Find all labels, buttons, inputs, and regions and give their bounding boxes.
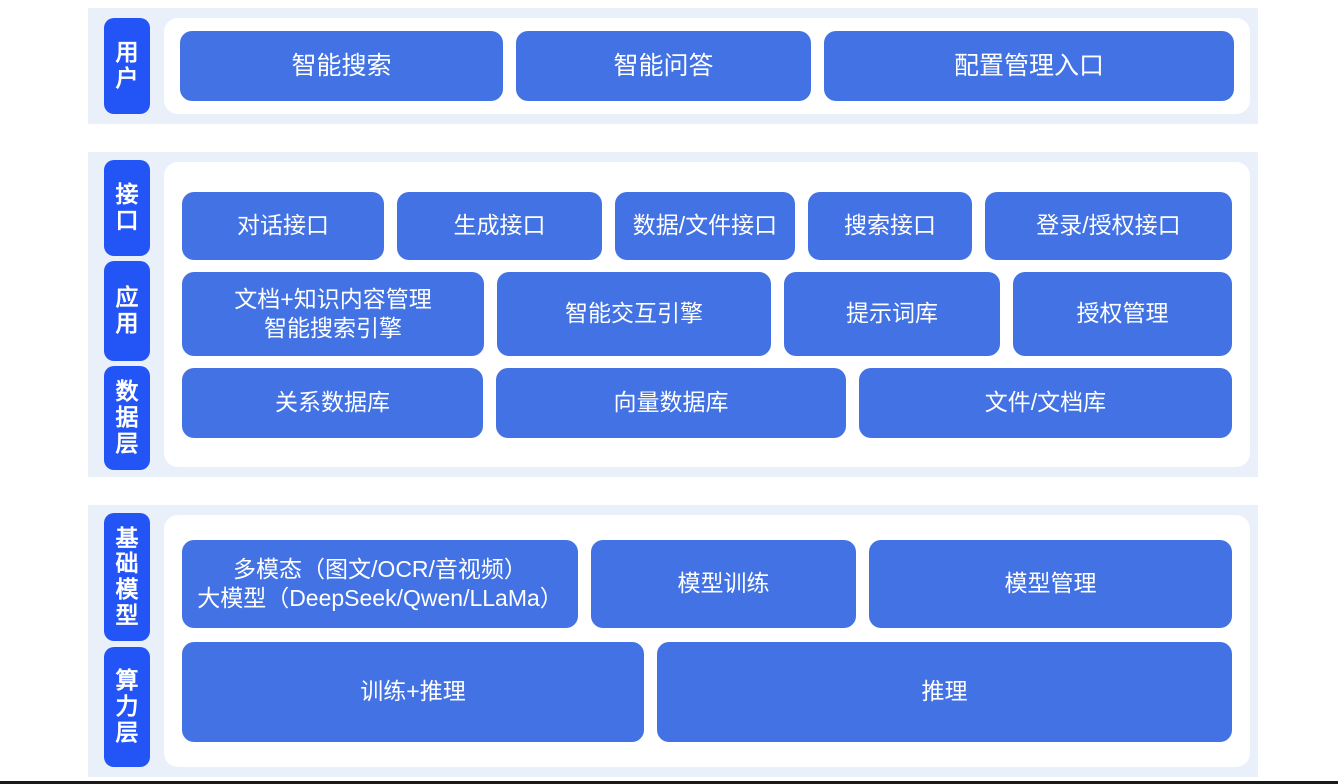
card-training-inference[interactable]: 训练+推理 <box>182 642 644 742</box>
band-base-panel: 多模态（图文/OCR/音视频） 大模型（DeepSeek/Qwen/LLaMa）… <box>164 515 1250 767</box>
card-inference[interactable]: 推理 <box>657 642 1232 742</box>
card-vector-database[interactable]: 向量数据库 <box>496 367 846 438</box>
side-tab-interface[interactable]: 接口 <box>104 160 150 256</box>
card-model-management[interactable]: 模型管理 <box>869 540 1232 628</box>
side-tab-data-layer-label: 数据层 <box>115 378 139 456</box>
side-tab-user-label: 用户 <box>115 39 139 91</box>
card-authorization-management[interactable]: 授权管理 <box>1013 271 1232 356</box>
band-base-labels: 基础模型 算力层 <box>88 505 150 777</box>
band-user-panel: 智能搜索 智能问答 配置管理入口 <box>164 18 1250 114</box>
side-tab-base-model[interactable]: 基础模型 <box>104 513 150 641</box>
card-multimodal-large-model[interactable]: 多模态（图文/OCR/音视频） 大模型（DeepSeek/Qwen/LLaMa） <box>182 540 578 628</box>
row-compute-cards: 训练+推理 推理 <box>182 642 1232 742</box>
page-bottom-rule <box>0 781 1338 784</box>
side-tab-compute-layer-label: 算力层 <box>115 667 139 745</box>
band-middle-labels: 接口 应用 数据层 <box>88 152 150 477</box>
side-tab-user[interactable]: 用户 <box>104 18 150 114</box>
card-config-management-entry[interactable]: 配置管理入口 <box>824 31 1234 101</box>
card-document-knowledge-management[interactable]: 文档+知识内容管理 智能搜索引擎 <box>182 271 484 356</box>
card-login-authorization-api[interactable]: 登录/授权接口 <box>985 191 1232 260</box>
side-tab-data-layer[interactable]: 数据层 <box>104 366 150 470</box>
band-user: 用户 智能搜索 智能问答 配置管理入口 <box>88 8 1258 124</box>
row-application-cards: 文档+知识内容管理 智能搜索引擎 智能交互引擎 提示词库 授权管理 <box>182 271 1232 356</box>
band-base: 基础模型 算力层 多模态（图文/OCR/音视频） 大模型（DeepSeek/Qw… <box>88 505 1258 777</box>
row-model-cards: 多模态（图文/OCR/音视频） 大模型（DeepSeek/Qwen/LLaMa）… <box>182 540 1232 628</box>
card-relational-database[interactable]: 关系数据库 <box>182 367 483 438</box>
band-middle-panel: 对话接口 生成接口 数据/文件接口 搜索接口 登录/授权接口 文档+知识内容管理… <box>164 162 1250 467</box>
card-model-training[interactable]: 模型训练 <box>591 540 856 628</box>
row-user-entries: 智能搜索 智能问答 配置管理入口 <box>180 31 1234 101</box>
band-user-labels: 用户 <box>88 8 150 124</box>
card-data-file-api[interactable]: 数据/文件接口 <box>615 191 795 260</box>
card-search-api[interactable]: 搜索接口 <box>808 191 972 260</box>
card-intelligent-interaction-engine[interactable]: 智能交互引擎 <box>497 271 771 356</box>
card-generate-api[interactable]: 生成接口 <box>397 191 602 260</box>
card-smart-qa[interactable]: 智能问答 <box>516 31 811 101</box>
band-middle: 接口 应用 数据层 对话接口 生成接口 数据/文件接口 搜索接口 登录/授权接口… <box>88 152 1258 477</box>
row-interface-cards: 对话接口 生成接口 数据/文件接口 搜索接口 登录/授权接口 <box>182 191 1232 260</box>
side-tab-application-label: 应用 <box>115 284 139 336</box>
card-dialog-api[interactable]: 对话接口 <box>182 191 384 260</box>
side-tab-interface-label: 接口 <box>115 181 139 233</box>
card-file-document-store[interactable]: 文件/文档库 <box>859 367 1232 438</box>
row-data-cards: 关系数据库 向量数据库 文件/文档库 <box>182 367 1232 438</box>
side-tab-compute-layer[interactable]: 算力层 <box>104 647 150 767</box>
card-prompt-library[interactable]: 提示词库 <box>784 271 1000 356</box>
card-smart-search[interactable]: 智能搜索 <box>180 31 503 101</box>
side-tab-application[interactable]: 应用 <box>104 261 150 361</box>
side-tab-base-model-label: 基础模型 <box>115 524 139 628</box>
